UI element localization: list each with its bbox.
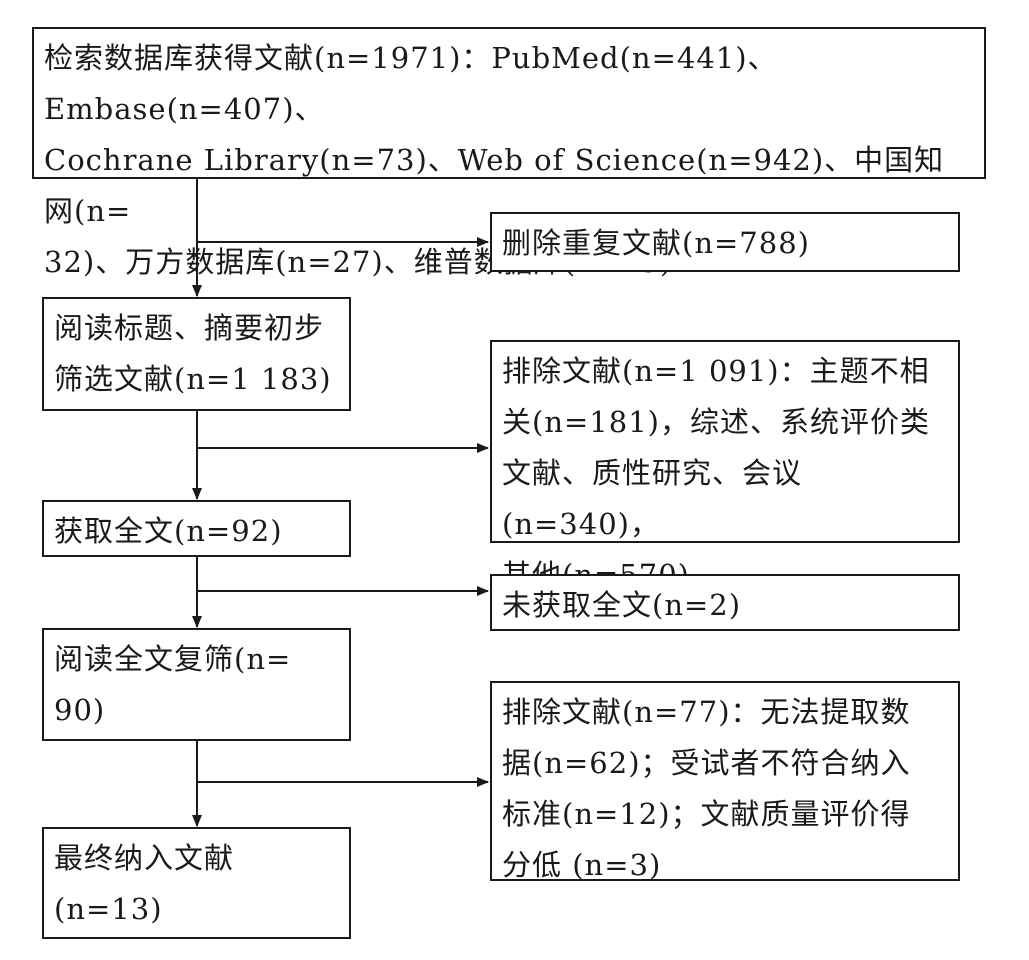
exclude-fulltext-line-1: 排除文献(n=77)：无法提取数 <box>502 695 911 729</box>
exclude-title-box: 排除文献(n=1 091)：主题不相 关(n=181)，综述、系统评价类 文献、… <box>490 340 960 592</box>
search-box: 检索数据库获得文献(n=1971)：PubMed(n=441)、Embase(n… <box>32 27 986 279</box>
exclude-title-line-2: 关(n=181)，综述、系统评价类 <box>502 405 930 439</box>
search-line-1: 检索数据库获得文献(n=1971)：PubMed(n=441)、Embase(n… <box>44 41 778 126</box>
screening-line-1: 阅读标题、摘要初步 <box>54 311 325 345</box>
final-line-1: 最终纳入文献 <box>54 841 235 875</box>
exclude-fulltext-box: 排除文献(n=77)：无法提取数 据(n=62)；受试者不符合纳入 标准(n=1… <box>490 681 960 882</box>
fulltext-screen-line-2: 90) <box>54 693 106 727</box>
exclude-title-line-1: 排除文献(n=1 091)：主题不相 <box>502 354 930 388</box>
fulltext-text: 获取全文(n=92) <box>54 514 283 548</box>
not-obtained-text: 未获取全文(n=2) <box>502 588 742 622</box>
exclude-fulltext-line-3: 标准(n=12)；文献质量评价得 <box>502 797 911 831</box>
fulltext-screen-box: 阅读全文复筛(n= 90) <box>42 628 351 741</box>
duplicates-box: 删除重复文献(n=788) <box>490 212 960 272</box>
not-obtained-box: 未获取全文(n=2) <box>490 574 960 631</box>
final-box: 最终纳入文献 (n=13) <box>42 827 351 939</box>
final-line-2: (n=13) <box>54 892 163 926</box>
fulltext-screen-line-1: 阅读全文复筛(n= <box>54 642 292 676</box>
duplicates-text: 删除重复文献(n=788) <box>502 226 810 260</box>
exclude-fulltext-line-2: 据(n=62)；受试者不符合纳入 <box>502 746 911 780</box>
search-line-2: Cochrane Library(n=73)、Web of Science(n=… <box>44 143 945 228</box>
screening-line-2: 筛选文献(n=1 183) <box>54 362 332 396</box>
fulltext-box: 获取全文(n=92) <box>42 500 351 557</box>
exclude-fulltext-line-4: 分低 (n=3) <box>502 848 662 882</box>
exclude-title-line-3: 文献、质性研究、会议(n=340)， <box>502 456 803 541</box>
screening-box: 阅读标题、摘要初步 筛选文献(n=1 183) <box>42 297 351 411</box>
